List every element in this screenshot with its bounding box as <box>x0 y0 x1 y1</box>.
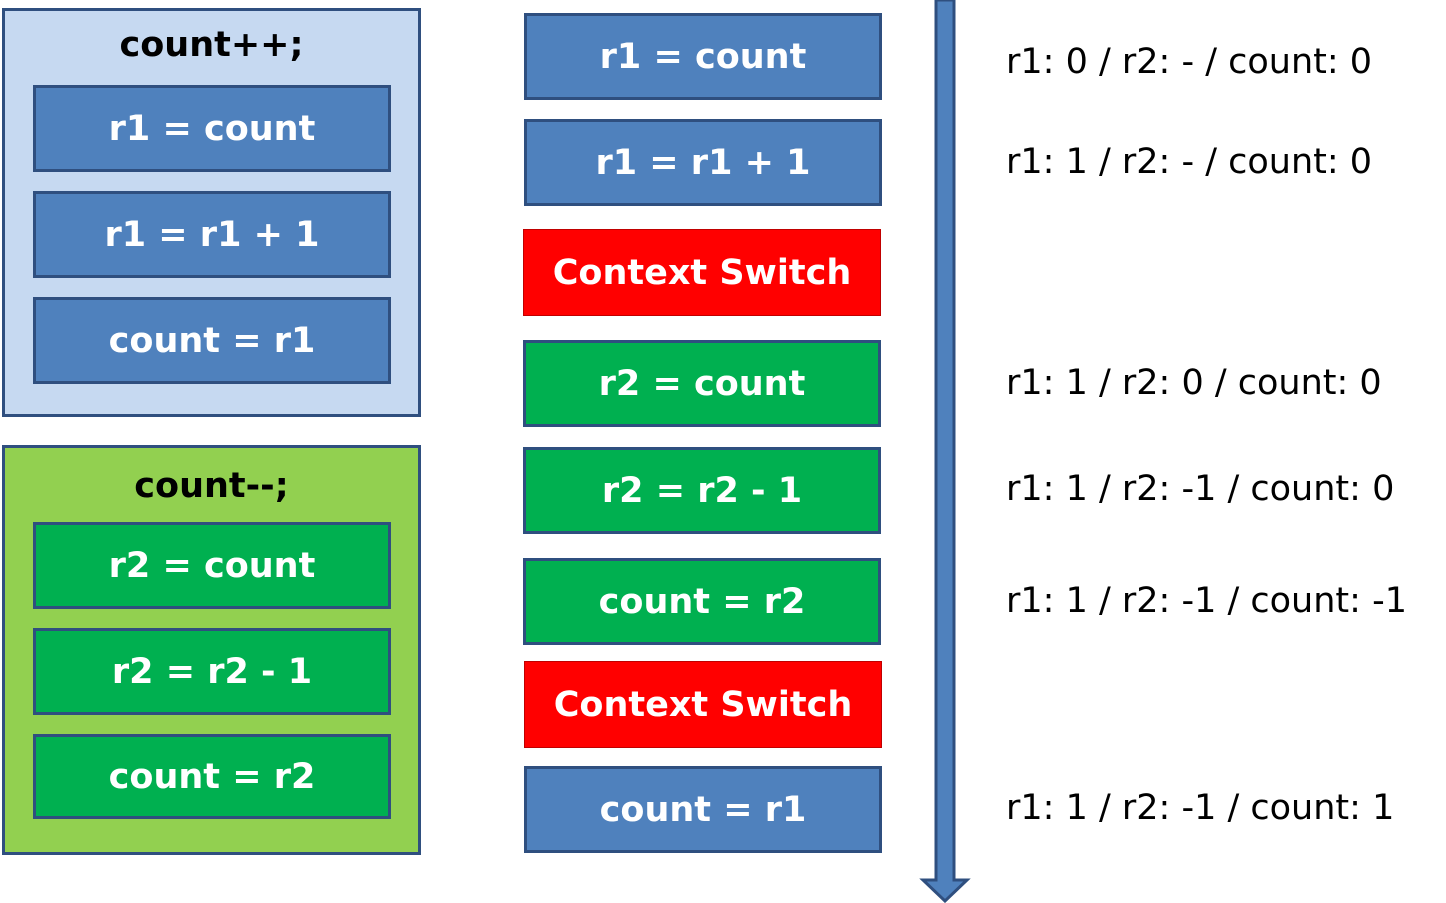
timeline-step-5: r2 = r2 - 1 <box>523 447 881 534</box>
state-step-8: r1: 1 / r2: -1 / count: 1 <box>1006 788 1395 828</box>
increment-step-3: count = r1 <box>33 297 391 384</box>
decrement-step-1: r2 = count <box>33 522 391 609</box>
time-arrow-shape <box>919 0 971 903</box>
state-step-6: r1: 1 / r2: -1 / count: -1 <box>1006 581 1407 621</box>
context-switch-1: Context Switch <box>523 229 881 316</box>
timeline-step-2: r1 = r1 + 1 <box>524 119 882 206</box>
increment-panel: count++; r1 = count r1 = r1 + 1 count = … <box>2 8 421 417</box>
timeline-step-1: r1 = count <box>524 13 882 100</box>
state-step-4: r1: 1 / r2: 0 / count: 0 <box>1006 363 1382 403</box>
state-step-5: r1: 1 / r2: -1 / count: 0 <box>1006 469 1395 509</box>
timeline-step-4: r2 = count <box>523 340 881 427</box>
timeline-step-6: count = r2 <box>523 558 881 645</box>
context-switch-2: Context Switch <box>524 661 882 748</box>
increment-title: count++; <box>119 25 304 65</box>
state-step-1: r1: 0 / r2: - / count: 0 <box>1006 42 1373 82</box>
state-step-2: r1: 1 / r2: - / count: 0 <box>1006 142 1373 182</box>
decrement-title: count--; <box>134 466 289 506</box>
decrement-step-3: count = r2 <box>33 734 391 819</box>
time-arrow-icon <box>919 0 971 903</box>
decrement-step-2: r2 = r2 - 1 <box>33 628 391 715</box>
increment-step-2: r1 = r1 + 1 <box>33 191 391 278</box>
increment-step-1: r1 = count <box>33 85 391 172</box>
timeline-step-8: count = r1 <box>524 766 882 853</box>
decrement-panel: count--; r2 = count r2 = r2 - 1 count = … <box>2 445 421 855</box>
